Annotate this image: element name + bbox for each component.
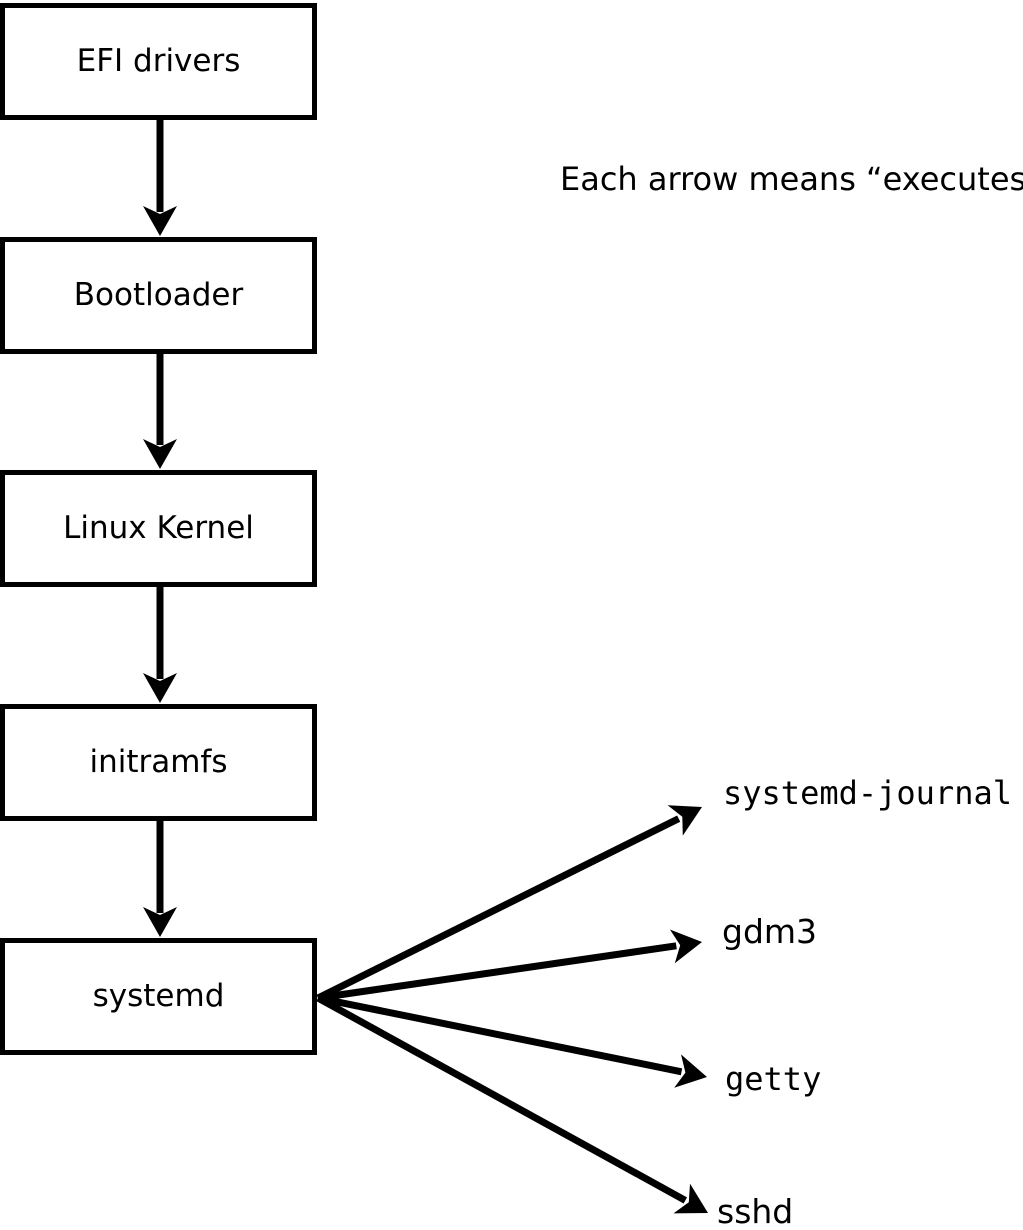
- node-systemd: systemd: [0, 938, 317, 1055]
- node-initramfs-label: initramfs: [89, 744, 228, 780]
- arrow-initramfs-to-systemd: [143, 820, 177, 937]
- target-getty: getty: [725, 1060, 822, 1098]
- arrow-kernel-to-initramfs: [143, 585, 177, 703]
- arrow-systemd-to-sshd: [316, 994, 708, 1214]
- target-gdm3: gdm3: [722, 912, 818, 951]
- arrow-bootloader-to-kernel: [143, 352, 177, 469]
- node-efi-drivers-label: EFI drivers: [76, 43, 241, 79]
- node-systemd-label: systemd: [92, 978, 225, 1014]
- arrow-systemd-to-gdm3: [317, 929, 702, 1002]
- target-systemd-journal: systemd-journal: [723, 774, 1012, 812]
- node-linux-kernel: Linux Kernel: [0, 470, 317, 587]
- node-efi-drivers: EFI drivers: [0, 3, 317, 120]
- node-linux-kernel-label: Linux Kernel: [63, 510, 254, 546]
- target-sshd: sshd: [717, 1192, 794, 1230]
- node-bootloader-label: Bootloader: [73, 277, 244, 313]
- node-initramfs: initramfs: [0, 704, 317, 821]
- arrow-efi-to-bootloader: [143, 118, 177, 236]
- arrow-systemd-to-journal: [316, 805, 702, 1002]
- legend-note: Each arrow means “executes”.: [560, 160, 1023, 198]
- node-bootloader: Bootloader: [0, 237, 317, 354]
- arrow-systemd-to-getty: [317, 994, 707, 1088]
